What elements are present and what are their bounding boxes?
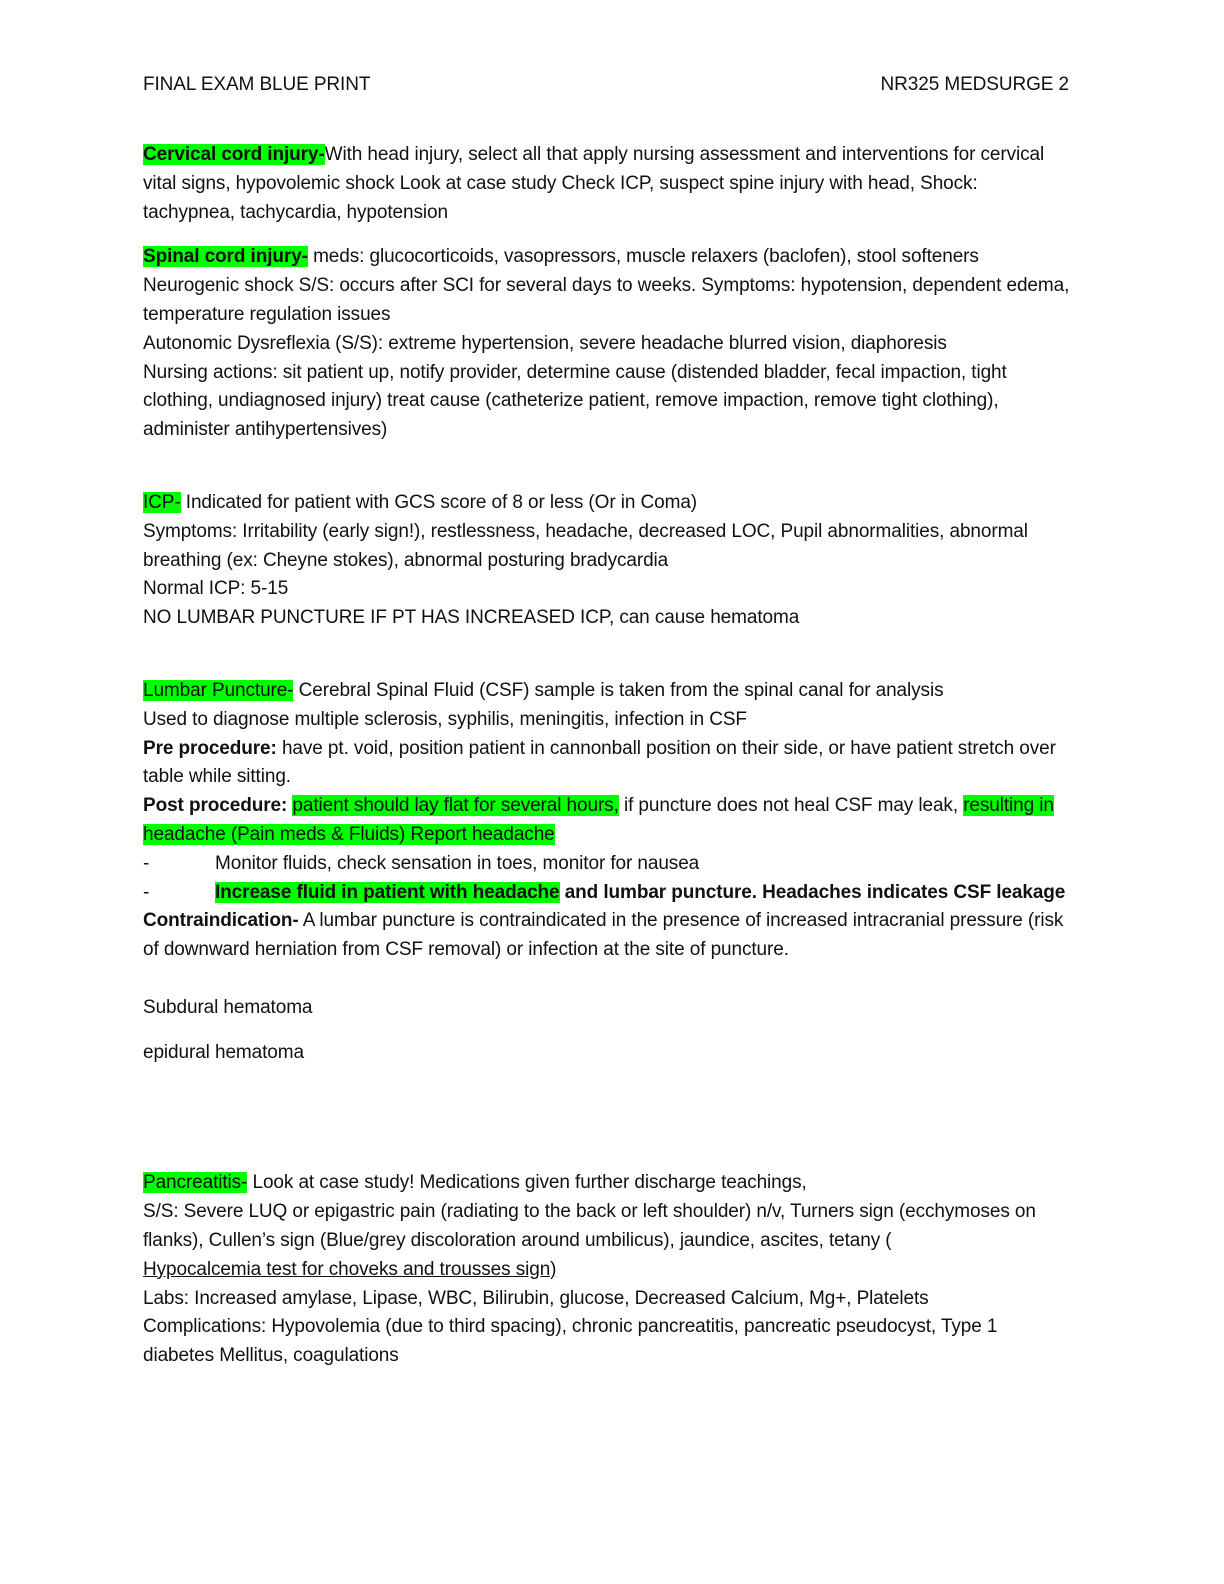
bullet-dash: - [143, 852, 150, 874]
list-item: - Monitor fluids, check sensation in toes… [143, 850, 1073, 879]
bullet-monitor-fluids: Monitor fluids, check sensation in toes,… [215, 852, 700, 874]
bullet-increase-fluid: Increase fluid in patient with headache … [215, 879, 1065, 908]
pre-procedure-text: have pt. void, position patient in canno… [143, 737, 1056, 788]
lumbar-heading: Lumbar Puncture- [143, 679, 294, 701]
lumbar-description: Cerebral Spinal Fluid (CSF) sample is ta… [293, 679, 944, 701]
spinal-nursing-actions: Nursing actions: sit patient up, notify … [143, 361, 1007, 441]
pancreatitis-hypocalcemia-test: Hypocalcemia test for choveks and trouss… [143, 1258, 557, 1280]
post-procedure-text: if puncture does not heal CSF may leak, [618, 795, 964, 817]
pancreatitis-section: Pancreatitis- Look at case study! Medica… [143, 1169, 1073, 1198]
contraindication-label: Contraindication- [143, 910, 299, 932]
spinal-neurogenic-shock: Neurogenic shock S/S: occurs after SCI f… [143, 275, 1070, 325]
icp-warning: NO LUMBAR PUNCTURE IF PT HAS INCREASED I… [143, 607, 800, 629]
bullet-increase-fluid-highlight: Increase fluid in patient with headache [215, 881, 560, 903]
spinal-meds: meds: glucocorticoids, vasopressors, mus… [307, 246, 979, 268]
cervical-text: With head injury, select all that apply … [143, 144, 1045, 223]
pancreatitis-complications: Complications: Hypovolemia (due to third… [143, 1316, 998, 1367]
spinal-autonomic-dysreflexia: Autonomic Dysreflexia (S/S): extreme hyp… [143, 332, 947, 354]
spinal-section: Spinal cord injury- meds: glucocorticoid… [143, 243, 1073, 272]
pancreatitis-labs: Labs: Increased amylase, Lipase, WBC, Bi… [143, 1287, 929, 1309]
header-title-right: NR325 MEDSURGE 2 [880, 74, 1070, 95]
bullet-dash: - [143, 881, 150, 903]
pancreatitis-intro: Look at case study! Medications given fu… [247, 1172, 807, 1194]
epidural-hematoma: epidural hematoma [143, 1041, 304, 1063]
bullet-increase-fluid-rest: and lumbar puncture. Headaches indicates… [559, 881, 1066, 903]
icp-section: ICP- Indicated for patient with GCS scor… [143, 489, 1073, 518]
icp-indication: Indicated for patient with GCS score of … [180, 491, 698, 513]
lumbar-post-procedure: Post procedure: patient should lay flat … [143, 792, 1073, 850]
list-item: - Increase fluid in patient with headache… [143, 879, 1073, 908]
contraindication-text: A lumbar puncture is contraindicated in … [143, 910, 1064, 961]
pancreatitis-signs-text: S/S: Severe LUQ or epigastric pain (radi… [143, 1201, 1036, 1251]
icp-symptoms: Symptoms: Irritability (early sign!), re… [143, 520, 1028, 571]
cervical-section: Cervical cord injury-With head injury, s… [143, 141, 1073, 227]
lumbar-pre-procedure: Pre procedure: have pt. void, position p… [143, 735, 1073, 793]
icp-normal: Normal ICP: 5-15 [143, 578, 289, 600]
page-header: FINAL EXAM BLUE PRINT NR325 MEDSURGE 2 [143, 74, 1069, 96]
icp-heading: ICP- [143, 491, 181, 513]
post-procedure-highlight-1: patient should lay flat for several hour… [292, 795, 619, 817]
cervical-heading: Cervical cord injury- [143, 144, 325, 165]
subdural-hematoma: Subdural hematoma [143, 996, 313, 1018]
pre-procedure-label: Pre procedure: [143, 737, 277, 759]
spinal-heading: Spinal cord injury- [143, 246, 308, 268]
document-body: Cervical cord injury-With head injury, s… [143, 141, 1073, 1371]
lumbar-section: Lumbar Puncture- Cerebral Spinal Fluid (… [143, 677, 1073, 706]
header-title-left: FINAL EXAM BLUE PRINT [143, 74, 371, 95]
pancreatitis-signs: S/S: Severe LUQ or epigastric pain (radi… [143, 1198, 1073, 1284]
lumbar-contraindication: Contraindication- A lumbar puncture is c… [143, 907, 1073, 965]
pancreatitis-heading: Pancreatitis- [143, 1172, 248, 1194]
lumbar-uses: Used to diagnose multiple sclerosis, syp… [143, 708, 747, 730]
post-procedure-label: Post procedure: [143, 795, 288, 817]
